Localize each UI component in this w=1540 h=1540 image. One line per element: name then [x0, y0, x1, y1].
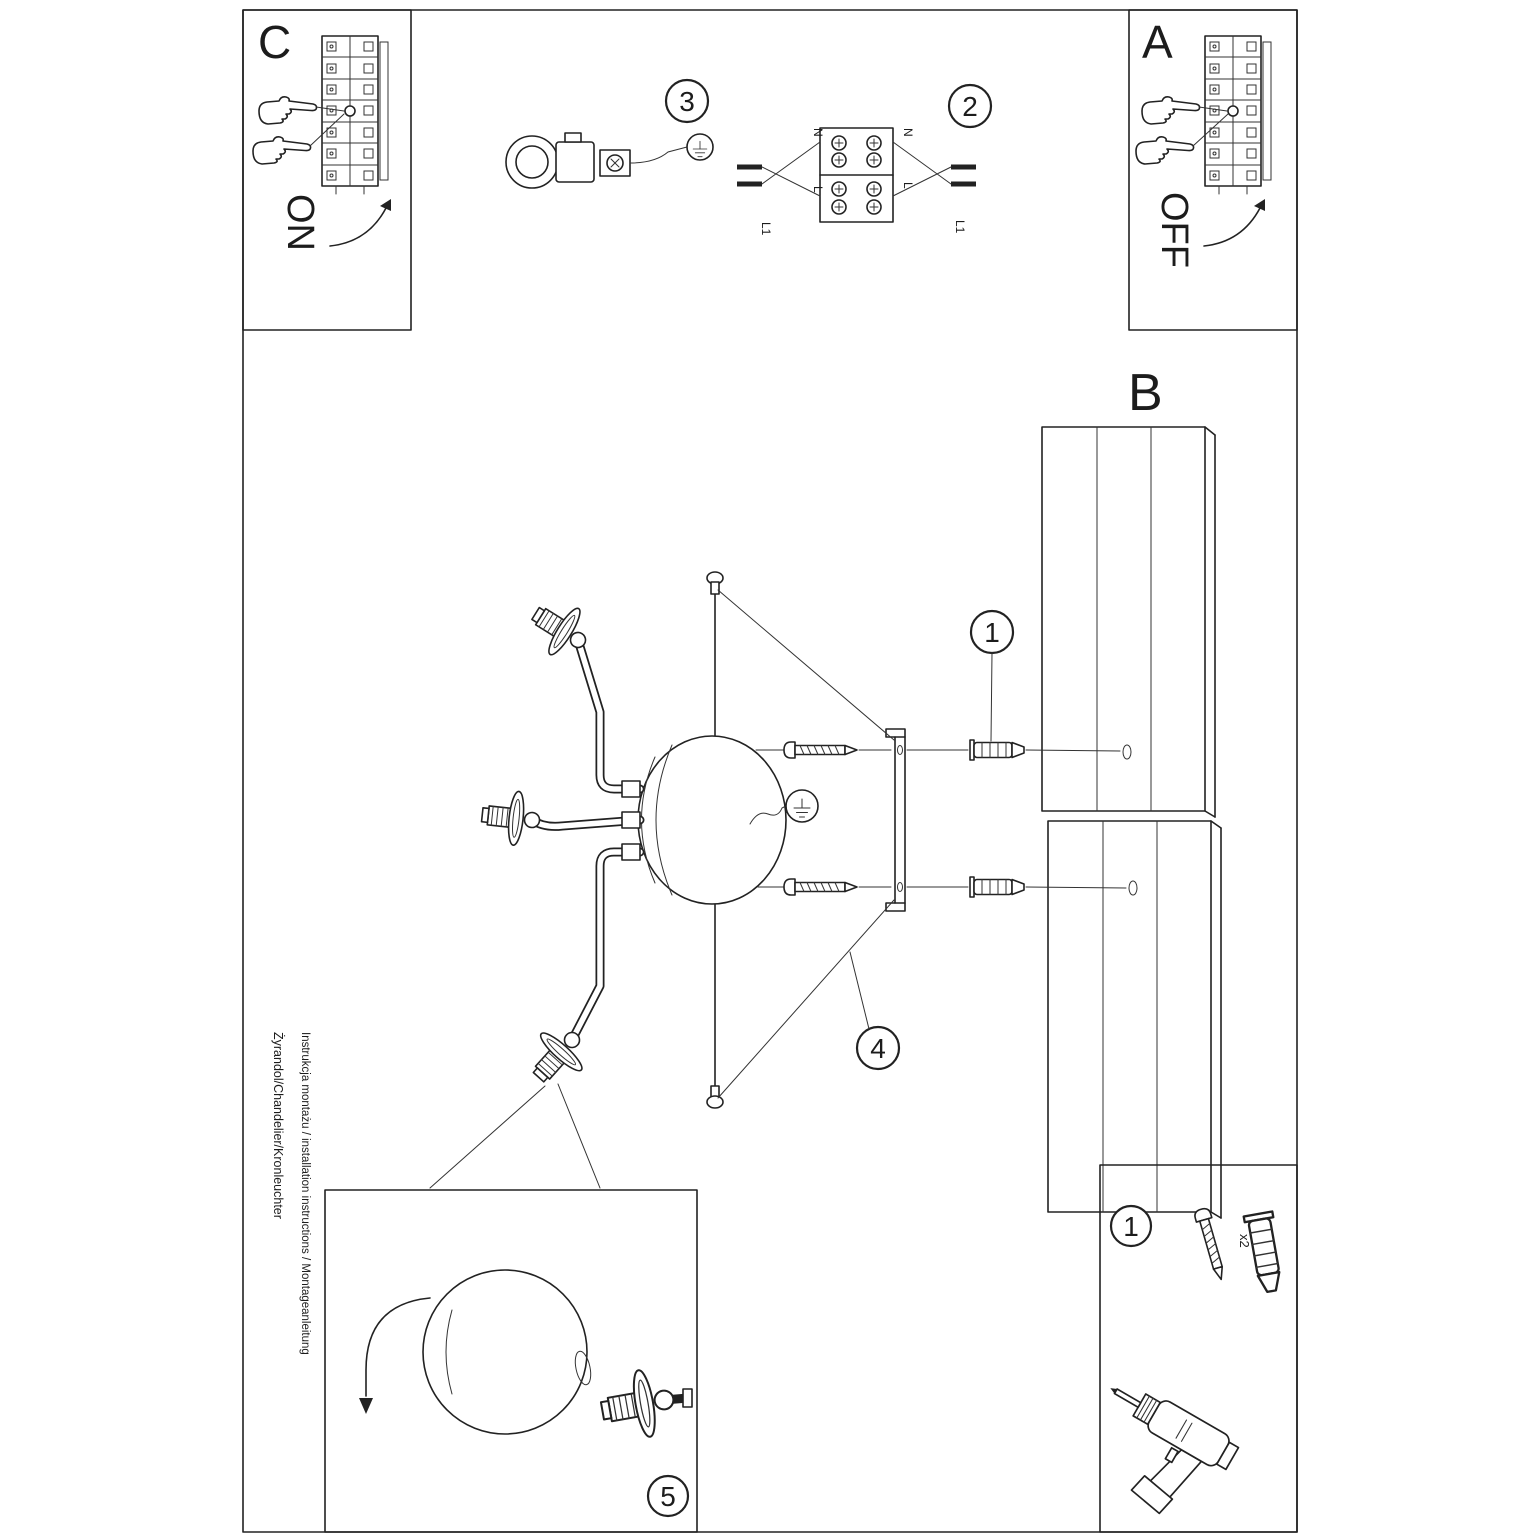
- wall-plug-icon: [1242, 1210, 1288, 1295]
- rotate-off-arrow-icon: [1203, 199, 1265, 247]
- pointing-hand-icon: [258, 96, 318, 125]
- step-1-leader-line: [990, 652, 993, 742]
- footer-instructions-title: Instrukcja montażu / installation instru…: [299, 1032, 311, 1355]
- panel-a: A OFF: [1128, 9, 1298, 331]
- ground-symbol-icon: [785, 789, 819, 823]
- cable-clamp-illustration: [505, 132, 688, 189]
- page-border: [242, 9, 1298, 1533]
- wire-n-label-right: N: [901, 128, 915, 137]
- rod-screw-top: [706, 571, 724, 595]
- drill-icon: [1110, 1388, 1240, 1515]
- ground-symbol-icon: [686, 133, 714, 161]
- inset-step1: 1 x2: [1099, 1164, 1298, 1533]
- svg-text:2: 2: [962, 91, 978, 122]
- section-b-label: B: [1128, 364, 1163, 422]
- pointing-hand-icon: [1141, 96, 1201, 125]
- mounting-bracket: [885, 728, 906, 912]
- screw-icon: [783, 878, 858, 896]
- wires: [737, 141, 976, 197]
- arm-socket-flange: [621, 811, 641, 829]
- step-1-badge-inset: 1: [1109, 1204, 1153, 1248]
- terminal-screws: [831, 135, 882, 215]
- bulb-holder-icon: [478, 787, 544, 849]
- callout-line: [429, 1085, 546, 1189]
- alignment-line-top: [717, 589, 895, 741]
- step-2-badge: 2: [947, 83, 993, 129]
- quantity-label: x2: [1237, 1234, 1252, 1248]
- terminal-block-illustration: N N L L L1 L1: [737, 127, 976, 236]
- svg-text:4: 4: [870, 1033, 886, 1064]
- wire-l-label-right: L: [901, 182, 915, 189]
- bulb-holder-icon: [595, 1364, 681, 1446]
- canopy-illustration: [637, 735, 787, 905]
- terminal-strip-illustration: [1204, 35, 1272, 195]
- step-3-badge: 3: [664, 78, 710, 124]
- ground-wire: [749, 805, 787, 825]
- wall-board-lower: [1047, 820, 1222, 1219]
- fixing-row-upper: [755, 739, 1121, 761]
- wall-plug-icon: [969, 876, 1025, 898]
- glass-globe-illustration: [422, 1269, 592, 1435]
- arm-socket-flange: [621, 780, 641, 798]
- footer-product-title: Żyrandol/Chandelier/Kronleuchter: [271, 1032, 285, 1219]
- wire-l-label-left: L: [811, 186, 825, 193]
- svg-text:1: 1: [1123, 1211, 1139, 1242]
- wire-n-label-left: N: [811, 128, 825, 137]
- fixing-row-lower: [757, 876, 1127, 898]
- section-c-label: C: [258, 16, 291, 68]
- rotate-on-arrow-icon: [329, 199, 391, 247]
- screw-icon: [1192, 1206, 1230, 1283]
- off-label: OFF: [1153, 192, 1195, 268]
- drill-hole: [1122, 744, 1132, 760]
- lamp-arm-bottom: [567, 847, 645, 1045]
- alignment-line-bottom: [717, 899, 895, 1099]
- wall-board-upper: [1041, 426, 1216, 818]
- terminal-strip-illustration: [321, 35, 389, 195]
- holder-stub-flange: [682, 1388, 693, 1408]
- wire-l1-label-right: L1: [953, 220, 967, 234]
- screw-icon: [783, 741, 858, 759]
- lamp-arm-top: [573, 635, 645, 794]
- wall-plug-icon: [969, 739, 1025, 761]
- svg-text:5: 5: [660, 1481, 676, 1512]
- rod-screw-bottom: [706, 1085, 724, 1109]
- pointing-hand-icon: [252, 136, 312, 165]
- step-1-badge-wall: 1: [969, 609, 1015, 655]
- inset-step5: 5: [324, 1189, 698, 1533]
- step-5-badge: 5: [646, 1474, 690, 1518]
- arm-socket-flange: [621, 843, 641, 861]
- svg-text:3: 3: [679, 86, 695, 117]
- step-4-badge: 4: [855, 1025, 901, 1071]
- wire-l1-label-left: L1: [759, 222, 773, 236]
- pointing-hand-icon: [1135, 136, 1195, 165]
- svg-text:1: 1: [984, 617, 1000, 648]
- callout-line: [557, 1083, 601, 1189]
- on-label: ON: [279, 194, 321, 251]
- globe-rotation-arrow-icon: [359, 1297, 431, 1414]
- step-4-leader-line: [849, 951, 870, 1030]
- section-a-label: A: [1142, 16, 1173, 68]
- drill-hole: [1128, 880, 1138, 896]
- panel-c: C ON: [242, 9, 412, 331]
- bulb-holder-icon: [517, 1015, 598, 1097]
